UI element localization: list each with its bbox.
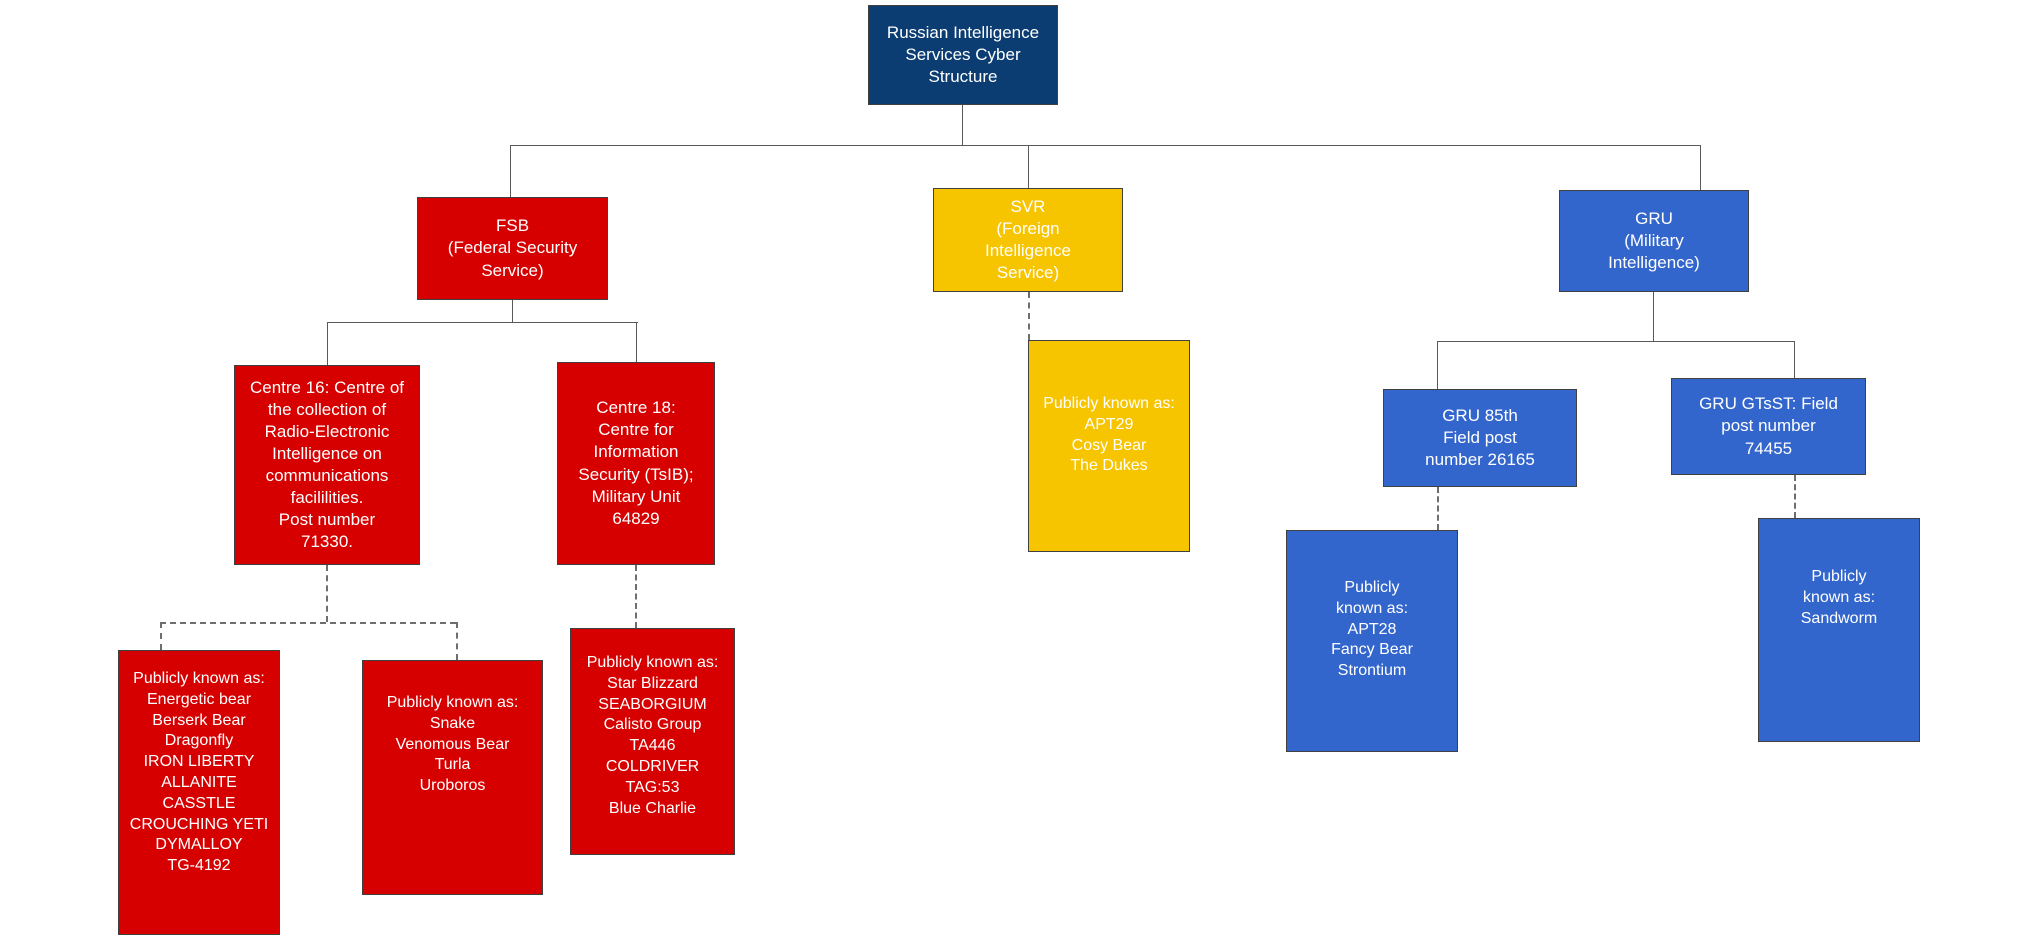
node-gru-85th-field-post[interactable]: GRU 85th Field post number 26165 <box>1383 389 1577 487</box>
connector-gru-to-gtsst <box>1794 341 1795 378</box>
connector-centre16-bus-dashed <box>160 622 456 624</box>
node-gru[interactable]: GRU (Military Intelligence) <box>1559 190 1749 292</box>
connector-bus-to-gru <box>1700 145 1701 190</box>
connector-bus-to-fsb <box>510 145 511 197</box>
connector-gru-to-gru85 <box>1437 341 1438 389</box>
connector-fsb-to-centre16 <box>327 322 328 365</box>
connector-fsb-down <box>512 300 513 322</box>
connector-centre16-to-energetic-bear-dashed <box>160 622 162 650</box>
node-publicly-known-apt28[interactable]: Publicly known as: APT28 Fancy Bear Stro… <box>1286 530 1458 752</box>
node-publicly-known-star-blizzard[interactable]: Publicly known as: Star Blizzard SEABORG… <box>570 628 735 855</box>
connector-svr-to-apt29-dashed <box>1028 292 1030 340</box>
connector-top-bus <box>510 145 1700 146</box>
connector-centre16-down-dashed <box>326 565 328 622</box>
connector-gtsst-to-sandworm-dashed <box>1794 475 1796 518</box>
connector-root-down <box>962 105 963 145</box>
connector-bus-to-svr <box>1028 145 1029 188</box>
node-svr[interactable]: SVR (Foreign Intelligence Service) <box>933 188 1123 292</box>
node-centre-16[interactable]: Centre 16: Centre of the collection of R… <box>234 365 420 565</box>
node-root-russian-intelligence-services[interactable]: Russian Intelligence Services Cyber Stru… <box>868 5 1058 105</box>
node-gru-gtsst-field-post[interactable]: GRU GTsST: Field post number 74455 <box>1671 378 1866 475</box>
connector-fsb-to-centre18 <box>636 322 637 362</box>
node-publicly-known-apt29[interactable]: Publicly known as: APT29 Cosy Bear The D… <box>1028 340 1190 552</box>
connector-gru85-to-apt28-dashed <box>1437 487 1439 530</box>
node-publicly-known-sandworm[interactable]: Publicly known as: Sandworm <box>1758 518 1920 742</box>
node-publicly-known-snake-turla[interactable]: Publicly known as: Snake Venomous Bear T… <box>362 660 543 895</box>
connector-fsb-bus <box>327 322 638 323</box>
node-fsb[interactable]: FSB (Federal Security Service) <box>417 197 608 300</box>
connector-centre16-to-snake-dashed <box>456 622 458 660</box>
node-publicly-known-energetic-bear[interactable]: Publicly known as: Energetic bear Berser… <box>118 650 280 935</box>
connector-gru-down <box>1653 292 1654 341</box>
connector-centre18-to-star-blizzard-dashed <box>635 565 637 628</box>
node-centre-18[interactable]: Centre 18: Centre for Information Securi… <box>557 362 715 565</box>
connector-gru-bus <box>1437 341 1794 342</box>
